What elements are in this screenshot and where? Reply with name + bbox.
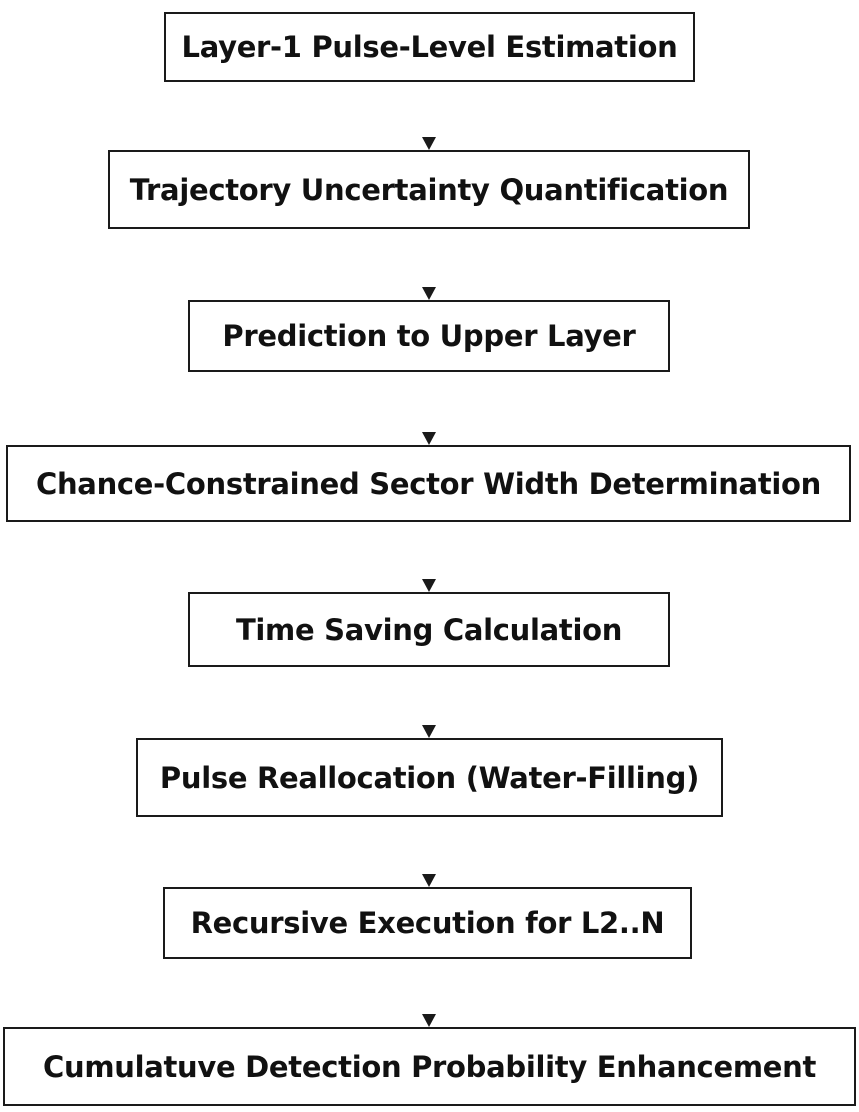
step-label: Cumulatuve Detection Probability Enhance… [42,1049,817,1084]
step-recursive-execution: Recursive Execution for L2..N [163,887,692,959]
arrowhead-icon [422,287,436,300]
flow-arrow [419,82,439,150]
step-pulse-reallocation: Pulse Reallocation (Water-Filling) [136,738,723,817]
step-label: Pulse Reallocation (Water-Filling) [159,760,700,795]
flow-arrow [419,667,439,738]
arrowhead-icon [422,725,436,738]
step-sector-width-determination: Chance-Constrained Sector Width Determin… [6,445,851,522]
arrowhead-icon [422,1014,436,1027]
step-label: Recursive Execution for L2..N [190,906,665,940]
step-label: Layer-1 Pulse-Level Estimation [181,30,678,64]
step-layer1-pulse-level-estimation: Layer-1 Pulse-Level Estimation [164,12,695,82]
step-label: Chance-Constrained Sector Width Determin… [35,466,822,501]
flow-arrow [419,229,439,300]
arrowhead-icon [422,874,436,887]
step-label: Prediction to Upper Layer [222,319,636,353]
step-cumulative-detection-probability: Cumulatuve Detection Probability Enhance… [3,1027,856,1106]
flow-arrow [419,959,439,1027]
flow-arrow [419,522,439,592]
flow-arrow [419,817,439,887]
arrowhead-icon [422,137,436,150]
step-label: Trajectory Uncertainty Quantification [129,172,729,207]
flow-arrow [419,372,439,445]
step-prediction-to-upper-layer: Prediction to Upper Layer [188,300,670,372]
arrowhead-icon [422,579,436,592]
step-trajectory-uncertainty-quantification: Trajectory Uncertainty Quantification [108,150,750,229]
step-time-saving-calculation: Time Saving Calculation [188,592,670,667]
arrowhead-icon [422,432,436,445]
step-label: Time Saving Calculation [235,612,623,647]
